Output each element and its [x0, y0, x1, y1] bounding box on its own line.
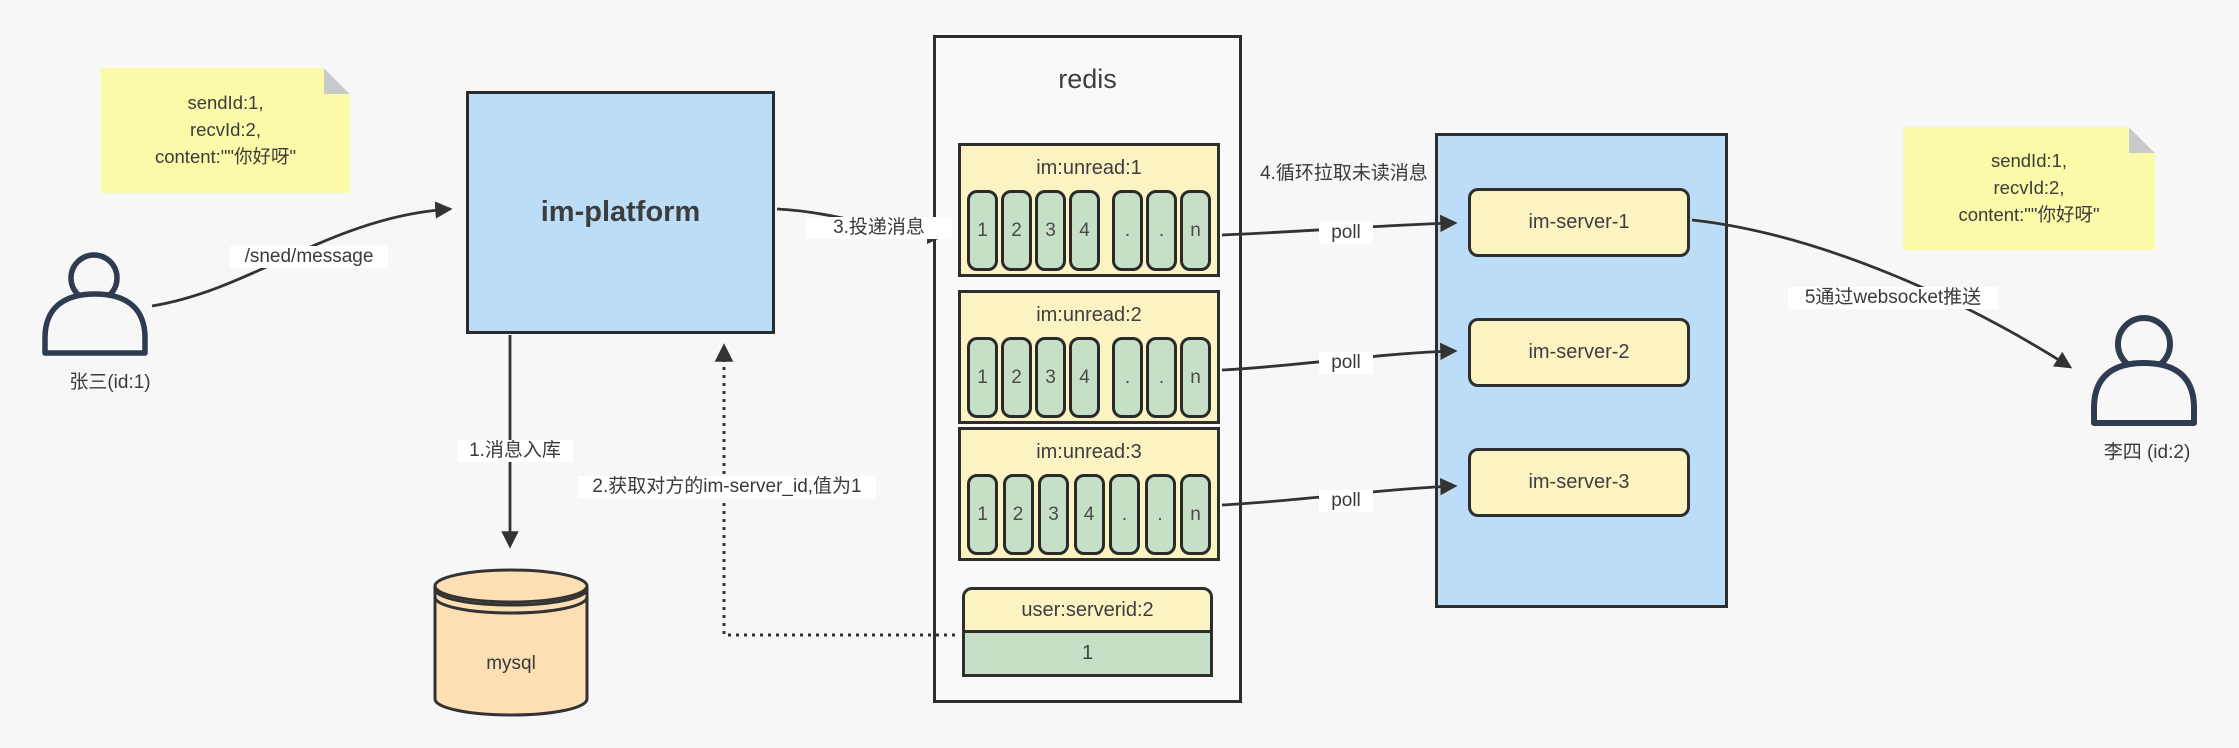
queue-key-label: im:unread:3 [1036, 440, 1142, 463]
redis-title: redis [1058, 64, 1117, 94]
queue-key-label: im:unread:2 [1036, 303, 1142, 326]
sticky-line: recvId:2, [1993, 177, 2065, 199]
sticky-note-left: sendId:1, recvId:2, content:""你好呀" [101, 68, 350, 193]
queue-cell: 4 [1069, 190, 1100, 271]
queue-cell: 3 [1035, 190, 1066, 271]
queue-key-label: im:unread:1 [1036, 156, 1142, 179]
queue-cell: n [1180, 474, 1211, 555]
queue-cell: n [1180, 190, 1211, 271]
kv-key-label: user:serverid:2 [962, 587, 1213, 633]
queue-cell: 2 [1001, 190, 1032, 271]
queue-cell: . [1109, 474, 1140, 555]
edge-label-step3: 3.投递消息 [806, 217, 952, 239]
sticky-line: sendId:1, [187, 92, 264, 114]
edge-label-step4: 4.循环拉取未读消息 [1260, 163, 1428, 184]
kv-value: 1 [962, 633, 1213, 677]
queue-cell: 4 [1069, 337, 1100, 418]
queue-cell: . [1146, 190, 1177, 271]
redis-queue-unread-1: im:unread:1 1 2 3 4 . . n [958, 143, 1220, 277]
im-server-1-box: im-server-1 [1468, 188, 1690, 257]
sticky-line: recvId:2, [190, 119, 261, 141]
queue-cell: 1 [967, 337, 998, 418]
mysql-cylinder [433, 568, 589, 717]
queue-cell: 2 [1001, 337, 1032, 418]
edge-label-send-route: /sned/message [230, 246, 388, 268]
sticky-note-right: sendId:1, recvId:2, content:""你好呀" [1903, 127, 2155, 250]
im-server-cluster: im-server-1 im-server-2 im-server-3 [1435, 133, 1728, 608]
edge-label-poll-1: poll [1319, 222, 1373, 244]
queue-cell: . [1112, 190, 1143, 271]
im-platform-label: im-platform [540, 196, 701, 228]
sticky-fold-icon [2129, 127, 2155, 153]
edge-label-poll-2: poll [1319, 352, 1373, 374]
edge-label-step2: 2.获取对方的im-server_id,值为1 [578, 476, 876, 498]
mysql-label: mysql [486, 653, 536, 674]
queue-cell: 4 [1073, 474, 1105, 555]
im-server-1-label: im-server-1 [1528, 211, 1630, 233]
sticky-fold-icon [324, 68, 350, 94]
sticky-line: content:""你好呀" [154, 145, 297, 167]
queue-cell: 3 [1035, 337, 1066, 418]
queue-cell: 2 [1002, 474, 1034, 555]
redis-kv-user-serverid: user:serverid:2 1 [962, 587, 1213, 677]
queue-cell: . [1144, 474, 1176, 555]
user-icon-right [2091, 315, 2197, 426]
im-platform-box: im-platform [466, 91, 775, 334]
sticky-line: content:""你好呀" [1958, 203, 2100, 225]
im-server-2-box: im-server-2 [1468, 318, 1690, 387]
redis-queue-unread-2: im:unread:2 1 2 3 4 . . n [958, 290, 1220, 424]
redis-container: redis im:unread:1 1 2 3 4 . . n im:unrea… [933, 35, 1242, 703]
actor-label-left: 张三(id:1) [69, 372, 151, 393]
im-server-2-label: im-server-2 [1528, 341, 1630, 363]
edge-label-step5: 5通过websocket推送 [1788, 287, 1998, 309]
im-server-3-label: im-server-3 [1528, 471, 1630, 493]
queue-cell: . [1112, 337, 1143, 418]
sticky-line: sendId:1, [1990, 150, 2068, 172]
edge-label-step1: 1.消息入库 [457, 440, 573, 462]
queue-cell: 3 [1038, 474, 1069, 555]
actor-label-right: 李四 (id:2) [2103, 442, 2191, 463]
im-server-3-box: im-server-3 [1468, 448, 1690, 517]
queue-cell: 1 [967, 474, 998, 555]
redis-queue-unread-3: im:unread:3 1 2 3 4 . . n [958, 427, 1220, 561]
user-icon-left [42, 252, 148, 356]
edge-label-poll-3: poll [1319, 490, 1373, 512]
queue-cell: n [1180, 337, 1211, 418]
queue-cell: . [1146, 337, 1177, 418]
queue-cell: 1 [967, 190, 998, 271]
